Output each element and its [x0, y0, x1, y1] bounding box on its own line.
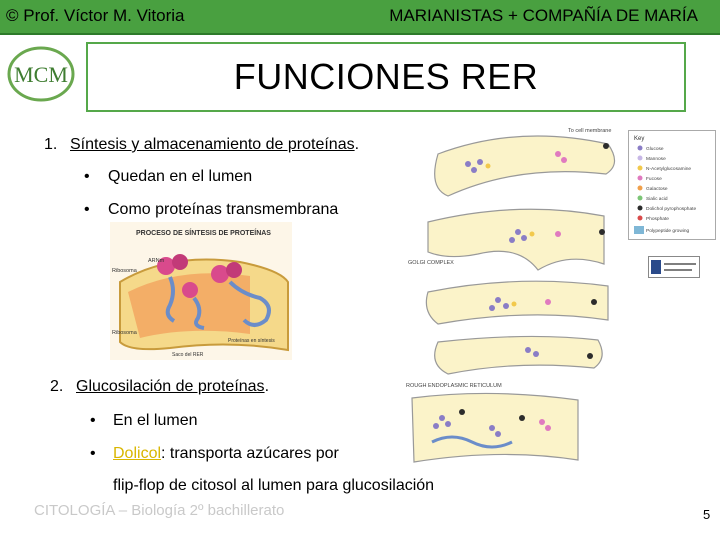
item1-bullet-lumen: Quedan en el lumen	[108, 168, 252, 186]
item2-number: 2.	[50, 378, 63, 396]
protein-label-saco: Saco del RER	[172, 352, 204, 358]
item2-bullet-dolicol: Dolicol: transporta azúcares por	[113, 445, 339, 463]
dolicol-continuation: flip-flop de citosol al lumen para gluco…	[113, 477, 434, 495]
logo-text: MCM	[14, 62, 68, 87]
footer-course: CITOLOGÍA – Biología 2º bachillerato	[34, 502, 284, 519]
protein-label-ribosoma-2: Ribosoma	[112, 330, 138, 336]
page-number: 5	[703, 507, 710, 522]
golgi-key: Key Glucose Mannose N-Acetylglucosamine …	[628, 130, 716, 240]
bullet-dot: •	[84, 201, 90, 219]
golgi-top-label: To cell membrane	[568, 128, 611, 134]
golgi-side-label: GOLGI COMPLEX	[408, 260, 454, 266]
item2-tail: .	[265, 378, 269, 395]
dolicol-term: Dolicol	[113, 445, 161, 462]
rer-figure-title: ROUGH ENDOPLASMIC RETICULUM	[406, 383, 502, 389]
item1-heading: Síntesis y almacenamiento de proteínas.	[70, 136, 359, 154]
key-item: Sialic acid	[646, 196, 668, 202]
key-item: Galactose	[646, 186, 668, 192]
key-item: Phosphate	[646, 216, 669, 222]
title-box: FUNCIONES RER	[86, 42, 686, 112]
item1-number: 1.	[44, 136, 57, 154]
rer-figure: ROUGH ENDOPLASMIC RETICULUM	[402, 378, 588, 468]
institution-name: MARIANISTAS + COMPAÑÍA DE MARÍA	[389, 6, 698, 26]
key-item: Glucose	[646, 146, 664, 152]
item1-bullet-transmembrane: Como proteínas transmembrana	[108, 201, 338, 219]
slide-title: FUNCIONES RER	[234, 56, 539, 98]
key-item: Dolichol pyrophosphate	[646, 206, 696, 212]
dolicol-rest: : transporta azúcares por	[161, 445, 339, 462]
protein-synthesis-figure: PROCESO DE SÍNTESIS DE PROTEÍNAS Ribosom…	[110, 222, 292, 360]
bullet-dot: •	[90, 445, 96, 463]
bullet-dot: •	[90, 412, 96, 430]
key-item: N-Acetylglucosamine	[646, 166, 691, 172]
author-credit: © Prof. Víctor M. Vitoria	[6, 6, 184, 26]
key-item: Polypeptide growing	[646, 228, 690, 234]
golgi-diagram: To cell membrane GOLGI COMPLEX	[408, 124, 626, 380]
header-bar: © Prof. Víctor M. Vitoria MARIANISTAS + …	[0, 0, 720, 35]
protein-label-arnm: ARNm	[148, 258, 165, 264]
item1-tail: .	[355, 136, 359, 153]
item2-heading: Glucosilación de proteínas.	[76, 378, 269, 396]
item2-bullet-lumen: En el lumen	[113, 412, 198, 430]
protein-figure-title: PROCESO DE SÍNTESIS DE PROTEÍNAS	[136, 228, 271, 237]
publisher-logo	[648, 256, 700, 278]
mcm-logo: MCM	[6, 44, 76, 104]
key-title: Key	[634, 136, 644, 142]
item1-label: Síntesis y almacenamiento de proteínas	[70, 136, 355, 153]
key-item: Fucose	[646, 176, 662, 182]
item2-label: Glucosilación de proteínas	[76, 378, 265, 395]
key-item: Mannose	[646, 156, 666, 162]
protein-label-ribosoma: Ribosoma	[112, 268, 138, 274]
protein-label-sintesis: Proteínas en síntesis	[228, 338, 275, 344]
bullet-dot: •	[84, 168, 90, 186]
